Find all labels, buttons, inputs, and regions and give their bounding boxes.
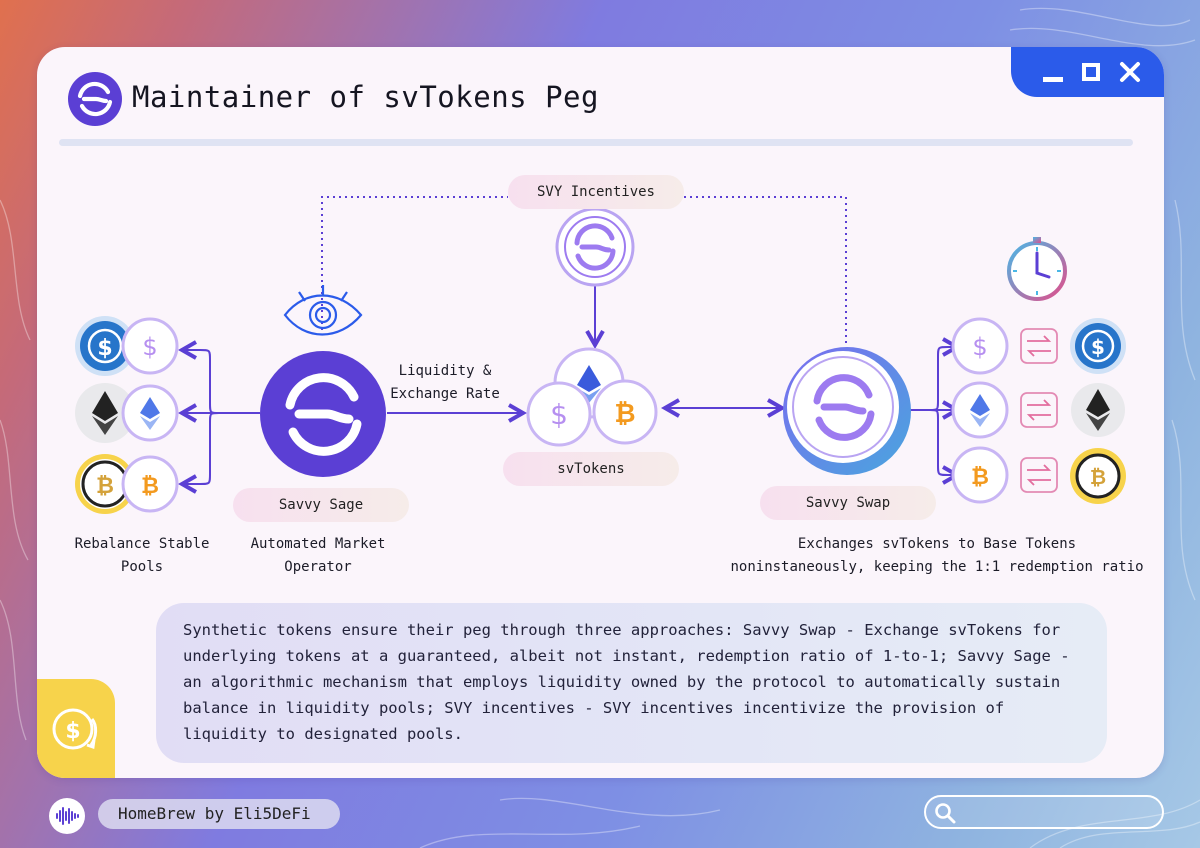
sv-dollar-icon: $ [550,398,568,431]
right-ethereum-icon [1071,383,1125,437]
svg-text:$: $ [142,333,157,361]
rebalance-caption-line2: Pools [120,559,164,575]
maximize-icon[interactable] [1081,63,1100,81]
summary-line: an algorithmic mechanism that employs li… [183,673,1061,691]
right-sv-ethereum-icon [951,381,1009,439]
sage-caption-line2: Operator [284,559,352,575]
swap-output-arrows [910,347,957,475]
sv-ethereum-icon [577,365,601,403]
footer-brand: HomeBrew by Eli5DeFi [98,799,340,829]
right-sv-dollar-icon: $ [951,317,1009,375]
flow-label-line2: Exchange Rate [390,386,500,402]
rebalance-caption-line1: Rebalance Stable [74,536,210,552]
savvy-swap-label: Savvy Swap [760,486,936,520]
svg-text:₿: ₿ [141,474,159,499]
minimize-icon[interactable] [1042,76,1063,82]
summary-line: underlying tokens at a guaranteed, albei… [183,647,1070,665]
savvy-logo-icon [68,72,122,126]
sv-bitcoin-icon: ₿ [614,399,635,429]
left-bitcoin-icon: ₿ [75,454,135,514]
sage-caption: Automated Market Operator [243,533,393,579]
page-title: Maintainer of svTokens Peg [132,80,599,114]
svg-text:$: $ [65,719,80,744]
right-usdc-icon: $ [1070,318,1126,374]
search-icon [935,803,956,824]
window-controls [1011,47,1164,97]
svy-token-icon [555,207,635,287]
swap-caption-line2: noninstaneously, keeping the 1:1 redempt… [730,559,1144,575]
right-bitcoin-icon: ₿ [1070,448,1126,504]
flow-label-line1: Liquidity & [398,363,492,379]
title-divider [59,139,1133,146]
swap-caption-line1: Exchanges svTokens to Base Tokens [797,536,1077,552]
sage-caption-line1: Automated Market [250,536,386,552]
left-ethereum-icon [75,383,135,443]
incentive-dotted-line [321,196,847,347]
audio-wave-icon [49,798,85,834]
svg-text:₿: ₿ [1090,465,1106,489]
svg-text:₿: ₿ [96,474,114,499]
svg-text:₿: ₿ [971,465,989,490]
close-icon[interactable] [1119,61,1141,83]
left-sv-bitcoin-icon: ₿ [121,455,179,513]
swap-caption: Exchanges svTokens to Base Tokens nonins… [727,533,1147,579]
flow-label: Liquidity & Exchange Rate [385,360,505,406]
exchange-icon-1 [1020,328,1058,364]
peg-diagram: $ ₿ $ [75,196,1126,514]
search-input[interactable] [924,795,1164,829]
eye-icon [283,285,363,336]
left-usdc-icon: $ [75,316,135,376]
svtokens-label: svTokens [503,452,679,486]
main-window: Maintainer of svTokens Peg [37,47,1164,778]
right-sv-bitcoin-icon: ₿ [951,446,1009,504]
rebalance-caption: Rebalance Stable Pools [67,533,217,579]
left-sv-dollar-icon: $ [121,317,179,375]
summary-line: Synthetic tokens ensure their peg throug… [183,621,1061,639]
savvy-sage-label: Savvy Sage [233,488,409,522]
clock-icon [1007,237,1067,301]
svg-text:$: $ [972,333,987,361]
svtokens-cluster: $ ₿ [526,347,658,447]
savvy-sage-node [260,351,386,477]
dollar-refresh-icon: $ [52,708,98,750]
exchange-icon-2 [1020,392,1058,428]
summary-line: balance in liquidity pools; SVY incentiv… [183,699,1005,717]
summary-box: Synthetic tokens ensure their peg throug… [156,603,1107,763]
summary-line: liquidity to designated pools. [183,725,463,743]
savvy-swap-node [783,347,911,475]
svg-text:$: $ [97,336,112,361]
dollar-badge: $ [37,679,115,778]
left-sv-ethereum-icon [121,384,179,442]
svg-text:$: $ [1091,335,1105,359]
exchange-icon-3 [1020,457,1058,493]
svy-incentives-label: SVY Incentives [508,175,684,209]
sage-rebalance-arrows [182,350,260,484]
